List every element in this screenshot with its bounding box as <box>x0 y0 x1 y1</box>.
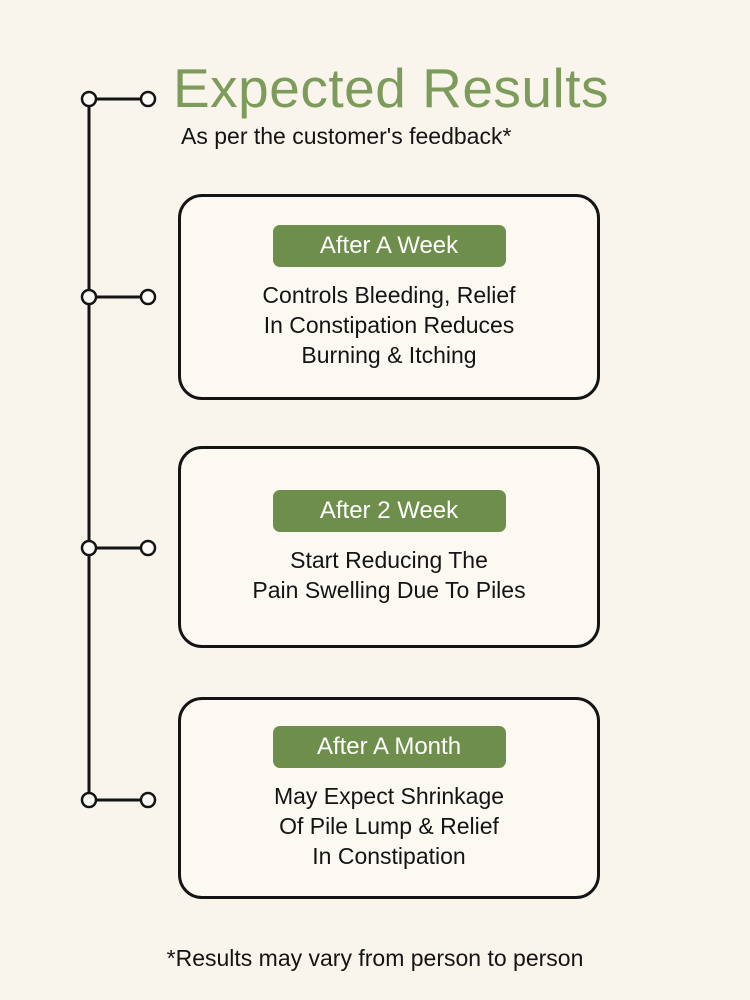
card-text-after-2-week: Start Reducing The Pain Swelling Due To … <box>252 545 525 605</box>
result-card-after-2-week: After 2 Week Start Reducing The Pain Swe… <box>178 446 600 648</box>
card-text-after-a-month: May Expect Shrinkage Of Pile Lump & Reli… <box>274 781 504 871</box>
timeline-node-icon <box>80 90 98 108</box>
card-text-line: In Constipation <box>312 842 466 869</box>
timeline-node-icon <box>139 288 157 306</box>
card-text-line: Of Pile Lump & Relief <box>279 812 499 839</box>
result-card-after-a-month: After A Month May Expect Shrinkage Of Pi… <box>178 697 600 899</box>
disclaimer-footnote: *Results may vary from person to person <box>166 945 584 971</box>
timeline-node-icon <box>139 791 157 809</box>
card-text-after-a-week: Controls Bleeding, Relief In Constipatio… <box>262 280 515 370</box>
card-text-line: In Constipation Reduces <box>263 311 515 338</box>
result-card-after-a-week: After A Week Controls Bleeding, Relief I… <box>178 194 600 400</box>
badge-after-2-week: After 2 Week <box>272 489 506 532</box>
page-title: Expected Results <box>173 57 609 119</box>
card-text-line: Pain Swelling Due To Piles <box>252 576 526 603</box>
page-subtitle: As per the customer's feedback* <box>181 123 512 149</box>
card-text-line: Burning & Itching <box>301 341 477 368</box>
timeline-node-icon <box>80 288 98 306</box>
timeline-node-icon <box>139 90 157 108</box>
card-text-line: Controls Bleeding, Relief <box>262 281 516 308</box>
badge-after-a-week: After A Week <box>272 224 506 267</box>
badge-after-a-month: After A Month <box>272 725 506 768</box>
timeline-node-icon <box>80 539 98 557</box>
card-text-line: May Expect Shrinkage <box>273 782 505 809</box>
card-text-line: Start Reducing The <box>290 546 488 573</box>
timeline-node-icon <box>80 791 98 809</box>
timeline-node-icon <box>139 539 157 557</box>
